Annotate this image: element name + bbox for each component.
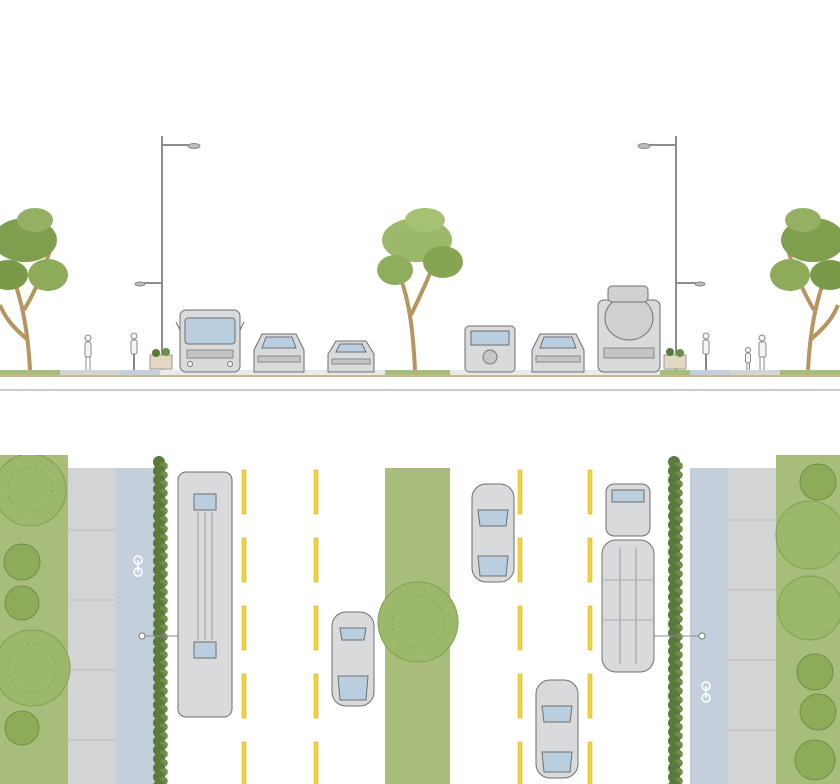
plan-bike-lane-right (690, 468, 728, 784)
car-top-icon (535, 679, 579, 779)
tree-icon (0, 208, 68, 371)
pedestrian-icon (758, 334, 767, 370)
sidewalk-joints (68, 519, 776, 741)
tree-canopy-icon (4, 585, 40, 621)
hedge-icon (668, 456, 683, 784)
tree-canopy-icon (777, 575, 840, 641)
tree-canopy-icon (3, 543, 41, 581)
tree-canopy-icon (799, 693, 837, 731)
tree-canopy-icon (799, 463, 837, 501)
tree-canopy-icon (0, 455, 67, 527)
lane-markings (241, 469, 593, 784)
car-icon (253, 333, 305, 373)
section-ground (0, 370, 840, 391)
plan-view (0, 455, 840, 784)
tree-canopy-icon (377, 581, 459, 663)
planter-icon (149, 348, 173, 370)
plan-bike-lane-left (116, 468, 154, 784)
plan-sidewalk-right (728, 468, 776, 784)
tree-icon (377, 208, 463, 371)
car-top-icon (331, 611, 375, 707)
car-icon (531, 333, 585, 373)
tree-canopy-icon (794, 739, 836, 781)
bus-icon (175, 309, 245, 373)
cyclist-icon (130, 332, 138, 370)
tanker-truck-icon (597, 285, 661, 373)
car-top-icon (471, 483, 515, 583)
tree-canopy-icon (4, 710, 40, 746)
street-light-icon (134, 136, 201, 370)
bus-top-icon (177, 471, 233, 718)
planter-icon (663, 348, 687, 370)
plan-sidewalk-left (68, 468, 116, 784)
tree-canopy-icon (0, 629, 71, 707)
section-elevation-view (0, 136, 840, 391)
cyclist-icon (702, 332, 710, 370)
bicycle-symbol-icon (133, 555, 143, 577)
hedge-icon (153, 456, 168, 784)
suv-icon (464, 325, 516, 373)
street-light-icon (637, 136, 706, 370)
tree-canopy-icon (796, 653, 834, 691)
car-icon (327, 340, 375, 373)
tree-icon (770, 208, 840, 371)
tanker-top-icon (601, 483, 655, 673)
pedestrian-icon (745, 347, 751, 370)
bicycle-symbol-icon (701, 681, 711, 703)
pedestrian-icon (84, 334, 92, 370)
tree-canopy-icon (775, 500, 840, 570)
